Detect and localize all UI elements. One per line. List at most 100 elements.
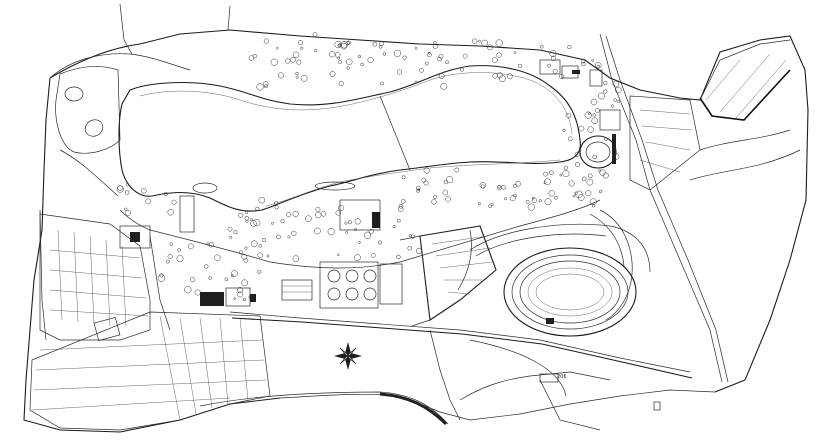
tree-icon <box>440 82 448 90</box>
tree-icon <box>338 43 342 46</box>
tree-icon <box>565 112 572 119</box>
tree-icon <box>432 44 438 49</box>
tree-icon <box>176 255 184 263</box>
tree-icon <box>171 199 177 205</box>
tree-icon <box>491 56 498 63</box>
tree-icon <box>396 69 403 75</box>
tree-icon <box>598 189 603 194</box>
tree-icon <box>244 211 248 215</box>
tree-icon <box>433 41 437 45</box>
tree-icon <box>488 204 492 208</box>
tree-icon <box>206 242 210 246</box>
tree-icon <box>244 216 250 221</box>
northeast-parcel <box>629 39 801 191</box>
west-ponds <box>55 66 121 154</box>
tree-icon <box>527 203 535 211</box>
site-boundary <box>23 29 809 433</box>
tree-icon <box>416 188 420 193</box>
tree-icon <box>187 243 194 250</box>
tree-icon <box>157 274 166 282</box>
tree-icon <box>231 274 234 278</box>
tree-icon <box>587 112 591 115</box>
tree-icon <box>454 167 460 173</box>
tree-icon <box>438 73 445 79</box>
tree-icon <box>236 287 244 294</box>
tree-icon <box>358 241 361 244</box>
tree-icon <box>237 291 244 298</box>
tree-icon <box>378 45 383 49</box>
tree-icon <box>588 173 593 179</box>
tree-icon <box>329 71 336 77</box>
tree-icon <box>587 126 594 133</box>
tree-icon <box>277 72 284 79</box>
tree-icon <box>291 230 297 237</box>
tree-icon <box>184 286 192 294</box>
tree-icon <box>407 245 412 251</box>
tree-icon <box>580 58 586 64</box>
tree-icon <box>243 258 248 263</box>
tree-icon <box>327 228 335 236</box>
tree-icon <box>446 176 454 184</box>
tree-icon <box>552 68 558 74</box>
tree-icon <box>315 206 321 212</box>
tree-icon <box>599 169 606 176</box>
tree-icon <box>544 198 552 206</box>
tree-icon <box>297 39 304 46</box>
tree-icon <box>604 137 608 142</box>
tree-icon <box>438 53 444 59</box>
tree-icon <box>427 51 431 55</box>
tree-icon <box>616 99 621 103</box>
tree-icon <box>402 55 407 60</box>
road-network <box>39 3 729 421</box>
tree-icon <box>424 61 429 66</box>
tree-icon <box>248 55 255 61</box>
tree-icon <box>581 176 587 182</box>
tree-icon <box>264 84 268 89</box>
tree-icon <box>163 192 168 196</box>
tree-icon <box>417 188 420 192</box>
tree-icon <box>245 219 249 223</box>
tree-icon <box>335 52 341 58</box>
tree-icon <box>194 289 201 296</box>
tree-icon <box>525 199 530 204</box>
tree-icon <box>337 253 340 257</box>
tree-icon <box>397 206 404 212</box>
tree-icon <box>370 253 376 258</box>
tree-icon <box>252 54 257 59</box>
tree-icon <box>300 74 308 82</box>
tree-icon <box>575 190 583 198</box>
tree-icon <box>305 215 312 222</box>
tree-icon <box>340 43 347 50</box>
tree-icon <box>592 113 596 117</box>
tree-icon <box>581 61 586 67</box>
tree-icon <box>380 81 384 86</box>
tree-icon <box>559 74 565 80</box>
tree-icon <box>169 242 173 246</box>
tree-icon <box>513 51 517 54</box>
tree-icon <box>509 195 516 202</box>
tree-icon <box>287 235 291 239</box>
tree-icon <box>531 197 537 203</box>
tree-icon <box>591 203 596 208</box>
tree-icon <box>501 185 506 190</box>
tree-icon <box>538 199 542 203</box>
tree-icon <box>354 254 361 261</box>
central-buildings <box>119 195 403 309</box>
tree-icon <box>462 53 468 59</box>
tree-icon <box>354 218 361 225</box>
tree-icon <box>398 204 404 209</box>
tree-icon <box>602 172 609 179</box>
tree-icon <box>568 136 573 141</box>
tree-icon <box>540 44 544 49</box>
tree-icon <box>574 191 578 195</box>
tree-icon <box>584 111 592 119</box>
tree-icon <box>559 173 563 177</box>
tree-icon <box>549 170 554 175</box>
tree-icon <box>408 234 412 238</box>
tree-icon <box>416 185 421 191</box>
tree-icon <box>274 205 279 210</box>
tree-icon <box>415 247 423 254</box>
tree-icon <box>543 171 548 177</box>
tree-icon <box>258 244 263 248</box>
